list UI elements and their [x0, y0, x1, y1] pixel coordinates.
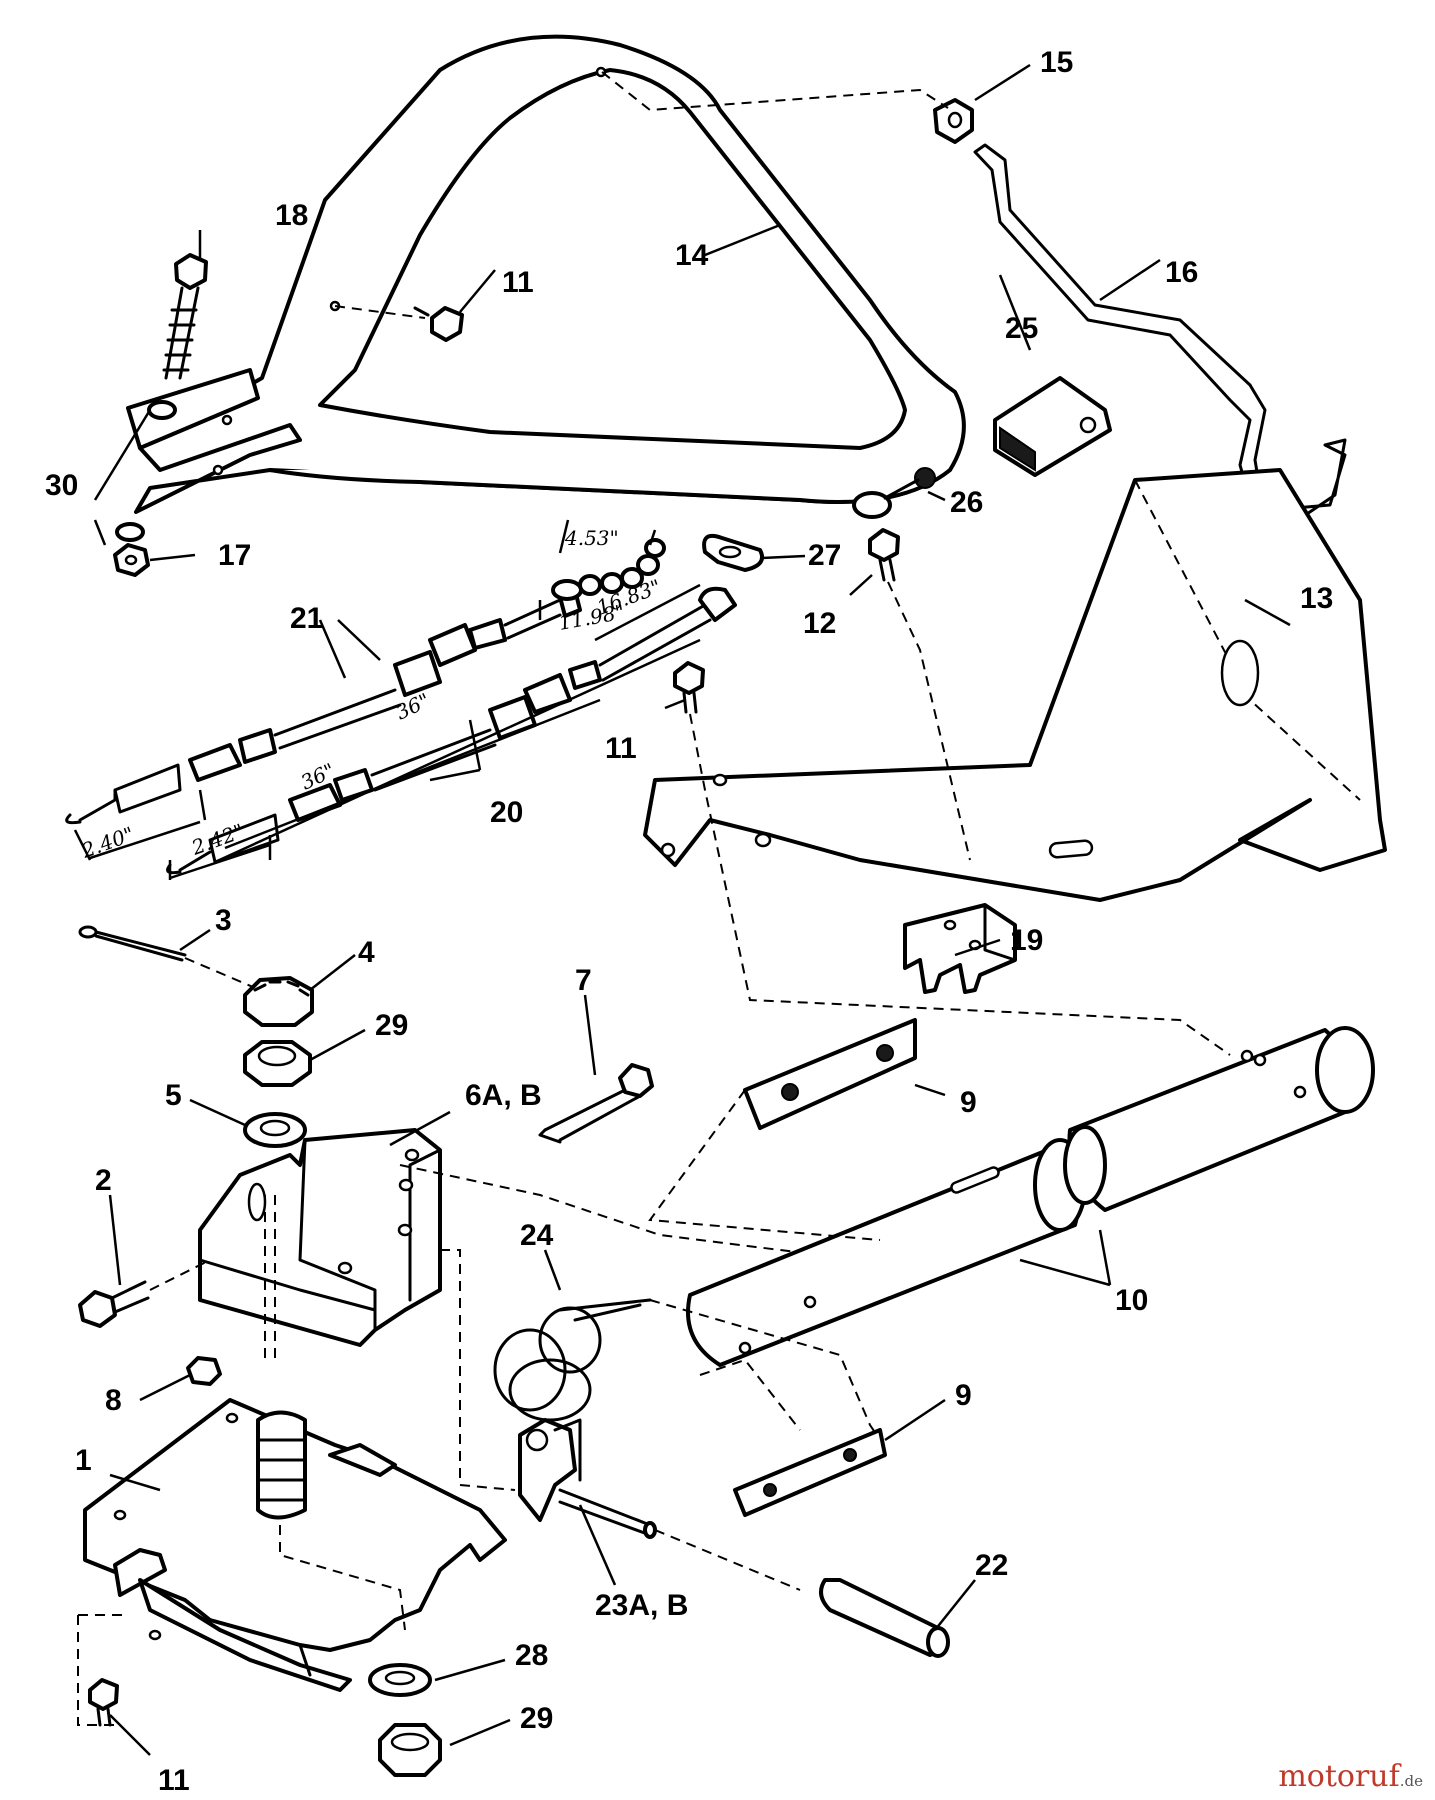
part-1-base-plate[interactable]: [83, 1398, 507, 1692]
part-23-lever[interactable]: [518, 1418, 657, 1539]
part-26-clip[interactable]: [852, 467, 936, 519]
part-5-washer[interactable]: [243, 1112, 307, 1148]
dim-2-40: 2.40": [78, 822, 138, 863]
part-3-cotter-pin[interactable]: [78, 925, 187, 962]
callout-27: 27: [808, 539, 841, 572]
part-10-tube[interactable]: [686, 1026, 1375, 1367]
callout-17: 17: [218, 539, 251, 572]
part-27-cable-end[interactable]: [702, 533, 765, 572]
dimension-labels: 4.53" 11.98" 16.83" 36" 36" 2.40" 2.42": [78, 526, 665, 863]
callout-2: 2: [95, 1164, 112, 1197]
callout-20: 20: [490, 796, 523, 829]
part-14-handle-frame[interactable]: [126, 34, 966, 514]
part-1-spindle[interactable]: [256, 1410, 307, 1520]
dim-4-53: 4.53": [564, 526, 619, 550]
part-8-nut[interactable]: [186, 1356, 222, 1386]
callout-4: 4: [358, 936, 375, 969]
part-9-clamp-lower[interactable]: [733, 1428, 887, 1517]
watermark-logo: motoruf.de: [1278, 1759, 1423, 1794]
callout-10: 10: [1115, 1284, 1148, 1317]
callout-29-bottom: 29: [520, 1702, 553, 1735]
part-12-bolt[interactable]: [868, 528, 900, 582]
part-9-clamp-upper[interactable]: [743, 1018, 917, 1130]
callout-1: 1: [75, 1444, 92, 1477]
part-21-cable-upper[interactable]: [65, 588, 582, 825]
part-11-bolt-top[interactable]: [413, 306, 464, 342]
callout-labels: 15 16 18 14 11 25 26 27 12 13 11 21 20 3…: [45, 46, 1333, 1797]
callout-11-top: 11: [502, 266, 534, 299]
part-25-shift-guide[interactable]: [993, 376, 1112, 477]
callout-18: 18: [275, 199, 308, 232]
callout-9-lower: 9: [955, 1379, 972, 1412]
part-19-bracket[interactable]: [903, 903, 1017, 994]
callout-7: 7: [575, 964, 592, 997]
part-6-mounting-bracket[interactable]: [198, 1128, 442, 1347]
callout-11-mid: 11: [605, 732, 637, 765]
watermark-brand: motoruf: [1278, 1759, 1400, 1794]
callout-25: 25: [1005, 312, 1038, 345]
callout-19: 19: [1010, 924, 1043, 957]
part-18-bolt[interactable]: [162, 253, 208, 380]
callout-8: 8: [105, 1384, 122, 1417]
part-15-knob[interactable]: [933, 98, 974, 144]
callout-3: 3: [215, 904, 232, 937]
part-17-nut[interactable]: [113, 543, 150, 577]
part-24-spring-clip[interactable]: [493, 1298, 652, 1422]
callout-9-upper: 9: [960, 1086, 977, 1119]
part-29-jam-nut-top[interactable]: [243, 1040, 312, 1087]
callout-16: 16: [1165, 256, 1198, 289]
callout-21: 21: [290, 602, 323, 635]
callout-5: 5: [165, 1079, 182, 1112]
dim-36-upper: 36": [392, 688, 434, 724]
callout-12: 12: [803, 607, 836, 640]
callout-23AB: 23A, B: [595, 1589, 688, 1622]
watermark-suffix: .de: [1399, 1772, 1423, 1790]
callout-6AB: 6A, B: [465, 1079, 542, 1112]
callout-28: 28: [515, 1639, 548, 1672]
callout-29-top: 29: [375, 1009, 408, 1042]
callout-30: 30: [45, 469, 78, 502]
callout-14: 14: [675, 239, 709, 272]
part-11-bolt-mid[interactable]: [673, 661, 705, 714]
callout-26: 26: [950, 486, 983, 519]
part-13-shield[interactable]: [643, 468, 1387, 902]
part-2-bolt[interactable]: [78, 1280, 150, 1328]
part-28-washer[interactable]: [368, 1663, 432, 1697]
callout-11-bottom: 11: [158, 1764, 190, 1797]
part-16-shift-rod[interactable]: [973, 143, 1347, 522]
callout-13: 13: [1300, 582, 1333, 615]
callout-24: 24: [520, 1219, 554, 1252]
callout-22: 22: [975, 1549, 1008, 1582]
part-29-jam-nut-bottom[interactable]: [378, 1723, 442, 1777]
part-22-pin[interactable]: [819, 1578, 950, 1658]
part-11-bolt-bottom[interactable]: [88, 1678, 119, 1727]
dimension-lines: [73, 519, 701, 880]
part-7-bolt[interactable]: [538, 1063, 654, 1144]
part-4-castle-nut[interactable]: [243, 976, 314, 1027]
callout-15: 15: [1040, 46, 1073, 79]
leader-lines: [93, 63, 1291, 1756]
